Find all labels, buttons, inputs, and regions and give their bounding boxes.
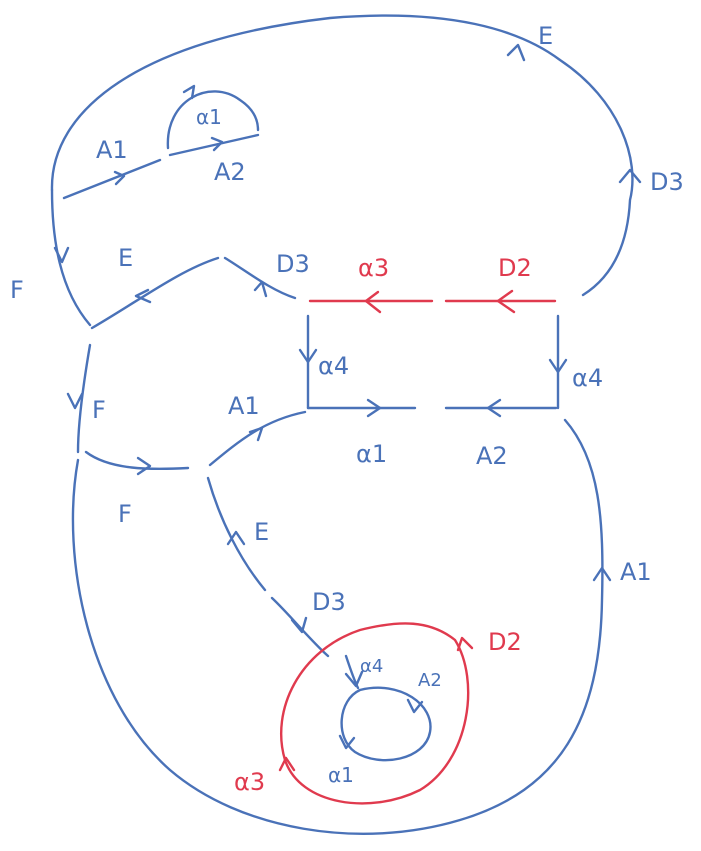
label-e-top: E (538, 22, 553, 50)
red-circle (280, 622, 470, 805)
label-d3-diag: D3 (312, 588, 346, 616)
label-f-left2: F (92, 396, 106, 424)
arrow-d2-red (496, 289, 516, 314)
edge-d3-mid (223, 256, 297, 300)
label-alpha1-top: α1 (196, 105, 222, 129)
arrow-alpha3-circle (278, 756, 296, 772)
left-f-curve (50, 188, 92, 327)
arrow-alpha1-top (182, 84, 196, 100)
arrow-e-diag (226, 530, 246, 546)
label-alpha4-right: α4 (572, 364, 603, 392)
edge-f-left (76, 343, 92, 454)
arrow-a1-square (248, 426, 264, 442)
outer-bottom-loop (71, 418, 604, 835)
arrow-e-mid (134, 288, 152, 304)
label-d2-red: D2 (498, 254, 532, 282)
arrow-d3-diag (290, 616, 308, 634)
arrow-e-top (506, 43, 526, 62)
label-e-mid: E (118, 244, 133, 272)
label-alpha1-square: α1 (356, 440, 387, 468)
arrow-alpha4-inner (344, 670, 364, 688)
arrow-d3-mid (253, 280, 268, 298)
label-alpha1-inner: α1 (328, 763, 354, 787)
arrow-d3-right (618, 168, 642, 184)
edge-e-mid (90, 256, 220, 330)
alpha1-semicircle (166, 90, 260, 150)
label-d3-right: D3 (650, 168, 684, 196)
label-a2-square: A2 (476, 442, 508, 470)
inner-circle (340, 686, 432, 762)
label-alpha3-red: α3 (358, 254, 389, 282)
arrow-alpha1-square (366, 398, 382, 418)
label-f-left: F (10, 276, 24, 304)
arrow-a2-inner (406, 698, 424, 714)
arrow-alpha4-left (298, 348, 318, 364)
arrow-f-left (53, 246, 70, 264)
label-a1-top: A1 (96, 136, 128, 164)
arrow-d2-circle (456, 636, 474, 652)
arrow-a2-top (210, 136, 224, 152)
outer-top-arc (50, 14, 634, 297)
arrow-f-bottom (136, 456, 152, 476)
arrow-a2-square (486, 398, 502, 418)
label-alpha4-left: α4 (318, 352, 349, 380)
arrow-a1-top (113, 170, 126, 186)
label-e-diag: E (254, 518, 269, 546)
label-a2-inner: A2 (418, 670, 442, 691)
edge-a1-top (62, 158, 162, 200)
arrow-alpha4-right (548, 358, 568, 374)
label-alpha3-circle: α3 (234, 768, 265, 796)
arrow-alpha3-red (364, 290, 382, 314)
label-a1-right: A1 (620, 558, 652, 586)
arrow-f-left2 (66, 392, 84, 410)
arrow-alpha1-inner (338, 734, 356, 750)
edge-a2-top (168, 133, 260, 157)
label-d2-circle: D2 (488, 628, 522, 656)
label-a2-top: A2 (214, 158, 246, 186)
arrow-a1-right (592, 566, 612, 582)
label-alpha4-inner: α4 (360, 656, 383, 677)
label-a1-square: A1 (228, 392, 260, 420)
label-f-bottom: F (118, 500, 132, 528)
label-d3-mid: D3 (276, 250, 310, 278)
edge-f-bottom (84, 450, 190, 471)
edge-a1-square (208, 410, 307, 467)
